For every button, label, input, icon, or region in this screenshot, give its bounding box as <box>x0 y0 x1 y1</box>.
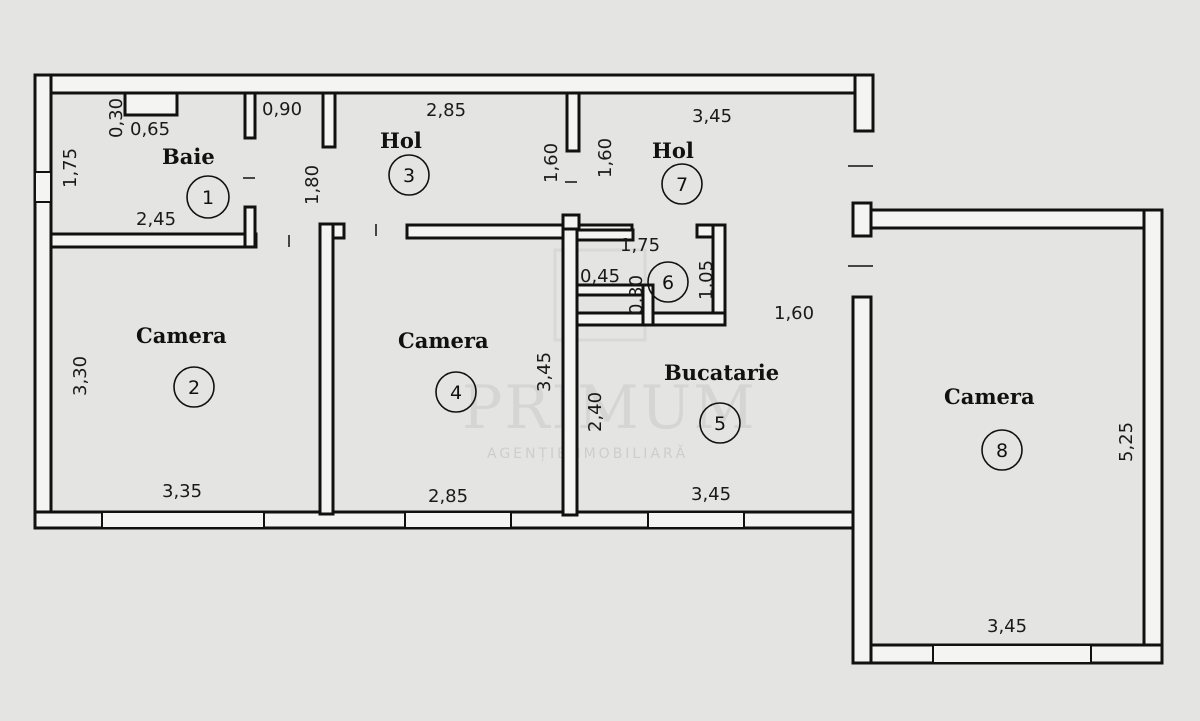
room-bucatarie-5: Bucatarie 5 <box>664 360 779 444</box>
dimension-label: 3,45 <box>692 106 732 127</box>
dimension-label: 2,85 <box>428 486 468 507</box>
room-number: 7 <box>676 174 688 196</box>
room-number-circle <box>661 163 703 205</box>
room-name: Bucatarie <box>664 360 779 385</box>
dimension-label: 3,45 <box>691 484 731 505</box>
room-number-circle <box>981 429 1023 471</box>
room-number: 4 <box>450 382 462 404</box>
room-number: 8 <box>996 440 1008 462</box>
dimension-label: 0,45 <box>580 266 620 287</box>
room-number-circle <box>186 175 230 219</box>
room-hol-3: Hol 3 <box>380 128 430 196</box>
dimension-label: 0,30 <box>626 275 647 315</box>
dimension-label: 2,45 <box>136 209 176 230</box>
room-name: Camera <box>136 323 227 348</box>
dimension-label: 3,45 <box>987 616 1027 637</box>
dimensions: 0,30 0,65 1,75 2,45 0,90 1,80 2,85 1,60 … <box>60 98 1137 637</box>
room-number-circle <box>173 366 215 408</box>
dimension-label: 2,40 <box>585 392 606 432</box>
dimension-label: 3,30 <box>70 356 91 396</box>
room-baie: Baie 1 <box>162 144 230 219</box>
room-number: 3 <box>403 165 415 187</box>
dimension-label: 2,85 <box>426 100 466 121</box>
room-number: 1 <box>202 187 214 209</box>
room-number-circle <box>699 402 741 444</box>
room-number-circle <box>435 371 477 413</box>
dimension-label: 3,35 <box>162 481 202 502</box>
room-name: Hol <box>380 128 422 153</box>
room-name: Baie <box>162 144 215 169</box>
dimension-label: 1,75 <box>60 148 81 188</box>
dimension-label: 1,80 <box>302 165 323 205</box>
dimension-label: 5,25 <box>1116 422 1137 462</box>
room-camera-8: Camera 8 <box>944 384 1035 471</box>
dimension-label: 1,75 <box>620 235 660 256</box>
room-number: 5 <box>714 413 726 435</box>
dimension-label: 1,05 <box>696 260 717 300</box>
dimension-label: 0,65 <box>130 119 170 140</box>
room-6: 6 <box>647 261 689 303</box>
room-camera-4: Camera 4 <box>398 328 489 413</box>
dimension-label: 0,30 <box>106 98 127 138</box>
dimension-label: 1,60 <box>774 303 814 324</box>
walls <box>33 73 1164 665</box>
dimension-label: 3,45 <box>534 352 555 392</box>
room-number-circle <box>647 261 689 303</box>
dimension-label: 1,60 <box>595 138 616 178</box>
room-name: Camera <box>398 328 489 353</box>
room-name: Hol <box>652 138 694 163</box>
dimension-label: 1,60 <box>541 143 562 183</box>
room-hol-7: Hol 7 <box>652 138 703 205</box>
room-number-circle <box>388 154 430 196</box>
room-number: 6 <box>662 272 674 294</box>
room-camera-2: Camera 2 <box>136 323 227 408</box>
room-number: 2 <box>188 377 200 399</box>
room-name: Camera <box>944 384 1035 409</box>
dimension-label: 0,90 <box>262 99 302 120</box>
watermark-tagline: AGENȚIE IMOBILIARĂ <box>487 444 688 462</box>
